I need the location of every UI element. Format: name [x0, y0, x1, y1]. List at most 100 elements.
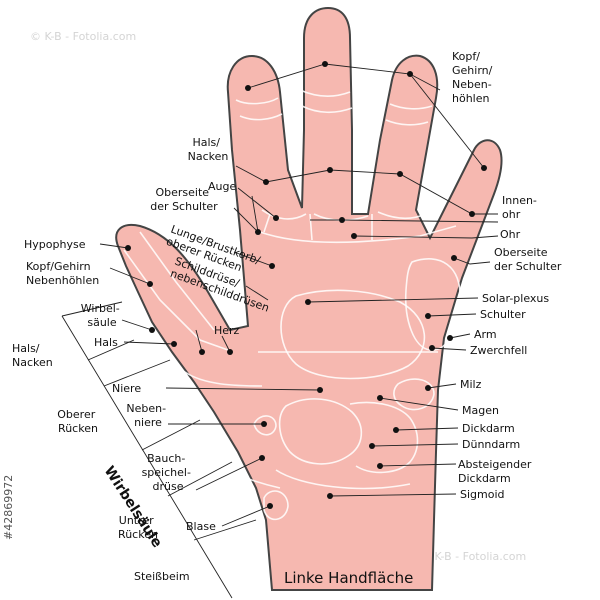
spine-tick	[193, 519, 257, 541]
label-kopf-left: Kopf/Gehirn Nebenhöhlen	[26, 260, 99, 287]
point-hals-1	[263, 179, 269, 185]
label-untrer-ruecken: Untrer Rücken	[118, 514, 158, 541]
label-arm: Arm	[474, 328, 497, 341]
leader-herz	[195, 329, 203, 353]
spine-tick	[103, 359, 171, 387]
label-line: speichel-	[142, 466, 191, 479]
zone-small-intestine	[349, 401, 419, 474]
label-line: Dickdarm	[458, 472, 511, 485]
label-line: Kopf/	[452, 50, 480, 63]
label-line: der Schulter	[494, 260, 562, 273]
zone-thumb-line	[123, 249, 229, 351]
leader-hals-left	[123, 341, 175, 345]
zone-bladder	[263, 490, 289, 521]
label-line: Neben-	[452, 78, 492, 91]
point-innenohr	[339, 217, 345, 223]
label-solar: Solar-plexus	[482, 292, 549, 305]
point-lunge	[269, 263, 275, 269]
label-sigmoid: Sigmoid	[460, 488, 505, 501]
label-oberseite-right: Oberseite der Schulter	[494, 246, 562, 273]
leader-magen	[379, 397, 459, 411]
leader-lines	[99, 63, 499, 527]
label-line: Bauch-	[147, 452, 185, 465]
label-line: ohr	[502, 208, 521, 221]
point-herz-2	[227, 349, 233, 355]
label-hypophyse: Hypophyse	[24, 238, 86, 251]
zone-kidney-area	[278, 398, 363, 465]
zone-solar-plexus	[280, 289, 426, 380]
label-hals-top: Hals/ Nacken	[188, 136, 229, 163]
label-line: Nebenhöhlen	[26, 274, 99, 287]
label-nebenniere: Neben- niere	[126, 402, 169, 429]
spine-bracket-line	[61, 315, 233, 599]
leader-zwerchfell	[431, 347, 467, 351]
leader-dickdarm	[395, 427, 459, 431]
point-ohr	[351, 233, 357, 239]
leader-lunge	[233, 251, 273, 267]
leader-solar	[307, 297, 479, 303]
label-absteigender: Absteigender Dickdarm	[458, 458, 535, 485]
leader-kopf	[409, 73, 485, 169]
label-ohr: Ohr	[500, 228, 521, 241]
point-kopf-left	[147, 281, 153, 287]
label-magen: Magen	[462, 404, 499, 417]
watermark: © K-B - Fotolia.com © K-B - Fotolia.com	[30, 30, 526, 563]
point-dickdarm	[393, 427, 399, 433]
label-line: Hals/	[12, 342, 40, 355]
zone-thumb-line	[139, 231, 215, 331]
point-sigmoid	[327, 493, 333, 499]
point-kopf-1	[245, 85, 251, 91]
watermark-text: © K-B - Fotolia.com	[30, 30, 136, 43]
label-line: Rücken	[118, 528, 158, 541]
reflex-points	[125, 61, 487, 509]
zone-finger-line	[299, 89, 351, 98]
point-absteigender	[377, 463, 383, 469]
label-line: Rücken	[58, 422, 98, 435]
diagram-title: Linke Handfläche	[284, 569, 413, 587]
point-wirbel	[149, 327, 155, 333]
label-duenndarm: Dünndarm	[462, 438, 520, 451]
leader-bauch	[195, 457, 263, 491]
label-line: Oberer	[57, 408, 95, 421]
point-duenndarm	[369, 443, 375, 449]
point-hals-4	[469, 211, 475, 217]
leader-arm	[449, 333, 471, 339]
zone-spleen	[393, 378, 435, 411]
label-line: drüse	[153, 480, 184, 493]
label-wirbelsaeule: Wirbel- säule	[81, 302, 124, 329]
point-bauch	[259, 455, 265, 461]
label-niere: Niere	[112, 382, 141, 395]
point-niere	[317, 387, 323, 393]
zone-sigmoid-line	[275, 469, 411, 490]
point-kopf-2	[322, 61, 328, 67]
spine-bracket-line	[61, 301, 123, 317]
label-line: Hals/	[192, 136, 220, 149]
leader-absteigender	[379, 463, 457, 467]
point-solar	[305, 299, 311, 305]
spine-tick	[87, 339, 135, 361]
zone-base-line	[261, 209, 307, 220]
label-line: Untrer	[119, 514, 154, 527]
leader-schild	[245, 285, 269, 301]
zone-finger-line	[239, 113, 283, 121]
zone-finger-line	[389, 103, 433, 110]
zone-base-line	[377, 211, 427, 220]
label-blase: Blase	[186, 520, 216, 533]
label-innenohr: Innen- ohr	[502, 194, 540, 221]
zone-finger-line	[385, 119, 429, 126]
label-line: der Schulter	[150, 200, 218, 213]
label-hals-spine: Hals/ Nacken	[12, 342, 53, 369]
point-schulter	[425, 313, 431, 319]
label-line: Oberseite	[155, 186, 209, 199]
spine-tick	[141, 419, 201, 451]
label-line: niere	[134, 416, 162, 429]
point-hypophyse	[125, 245, 131, 251]
point-herz-1	[199, 349, 205, 355]
leader-ohr	[353, 235, 499, 239]
label-zwerchfell: Zwerchfell	[470, 344, 527, 357]
watermark-id: #42869972	[2, 475, 15, 540]
label-auge: Auge	[208, 180, 236, 193]
label-bauchspeichel: Bauch- speichel- drüse	[142, 452, 195, 493]
